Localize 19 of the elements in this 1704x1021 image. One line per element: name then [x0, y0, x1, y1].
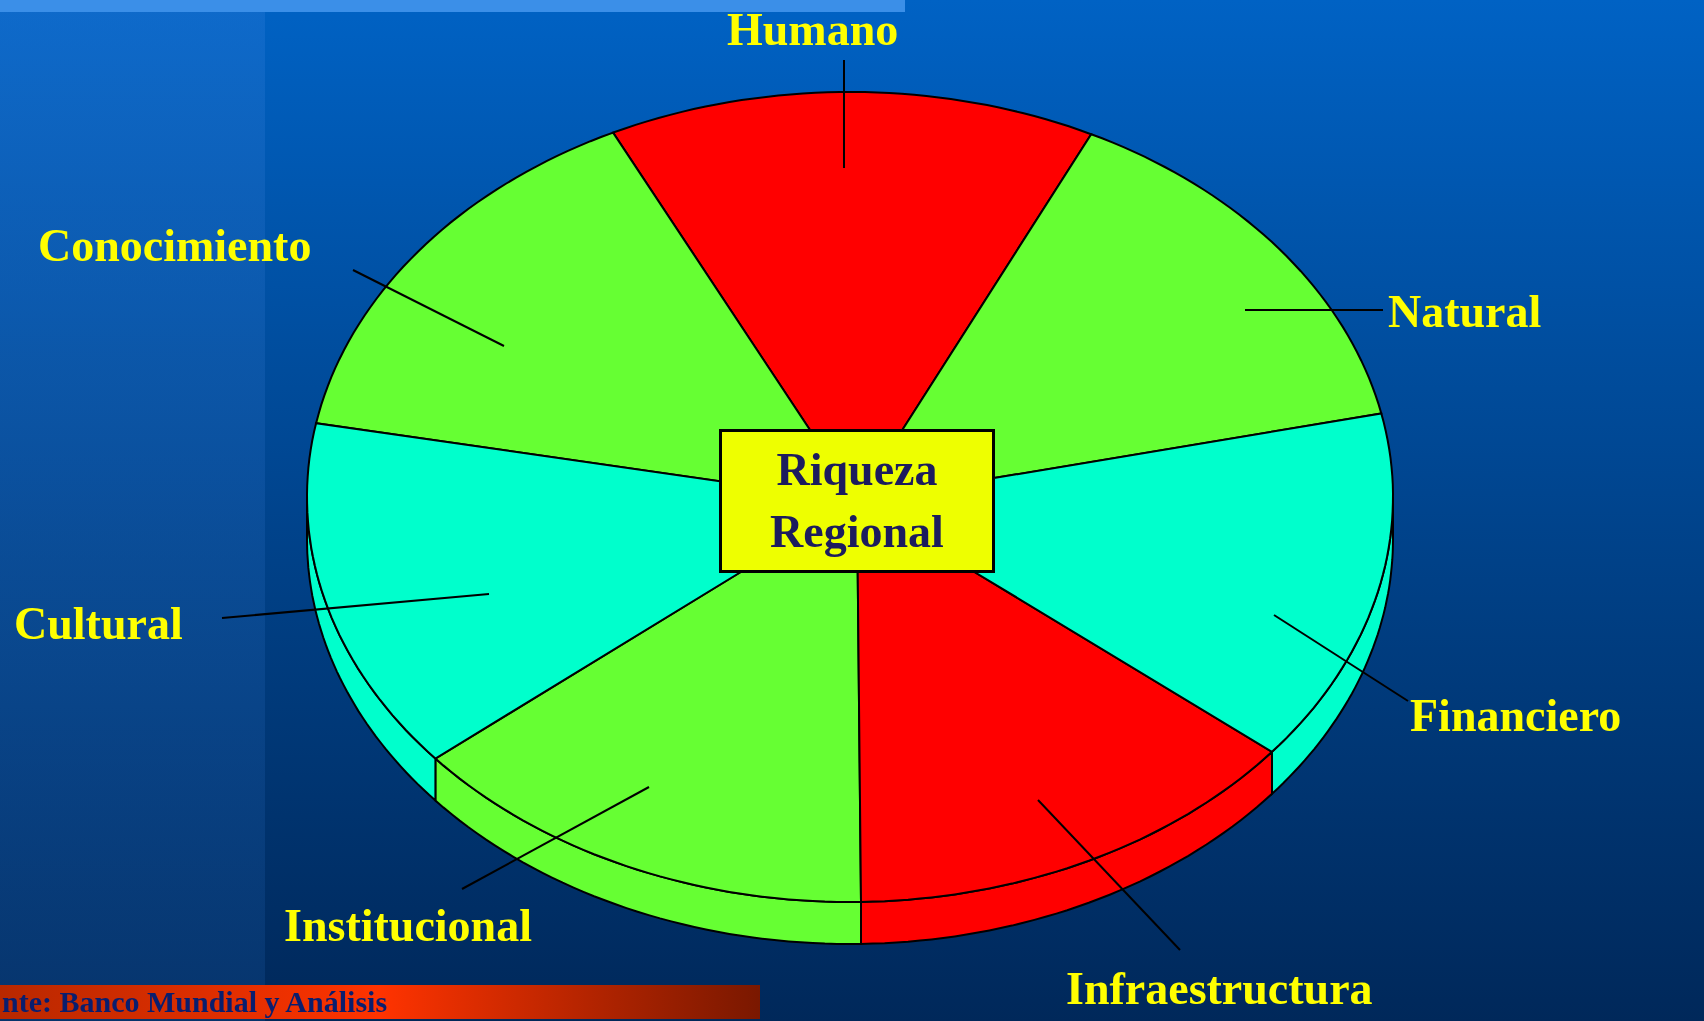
pie-slice — [856, 571, 1274, 945]
leader-line — [1244, 309, 1384, 311]
slice-label: Natural — [1388, 286, 1542, 338]
leader-line — [221, 593, 490, 619]
center-box — [720, 430, 994, 572]
slice-label: Institucional — [284, 900, 532, 952]
source-note: nte: Banco Mundial y Análisis — [0, 985, 760, 1019]
slice-label: Financiero — [1410, 690, 1622, 742]
pie-slice — [611, 91, 1093, 431]
leader-line — [1273, 614, 1409, 702]
center-title: Riqueza Regional — [769, 443, 945, 559]
leader-line — [843, 59, 845, 169]
leader-line — [461, 786, 650, 890]
leader-line — [1037, 799, 1181, 951]
slice-label: Infraestructura — [1066, 963, 1373, 1015]
slice-label: Humano — [727, 4, 899, 56]
leader-line — [352, 269, 505, 347]
slice-label: Conocimiento — [38, 220, 312, 272]
slice-label: Cultural — [14, 598, 183, 650]
